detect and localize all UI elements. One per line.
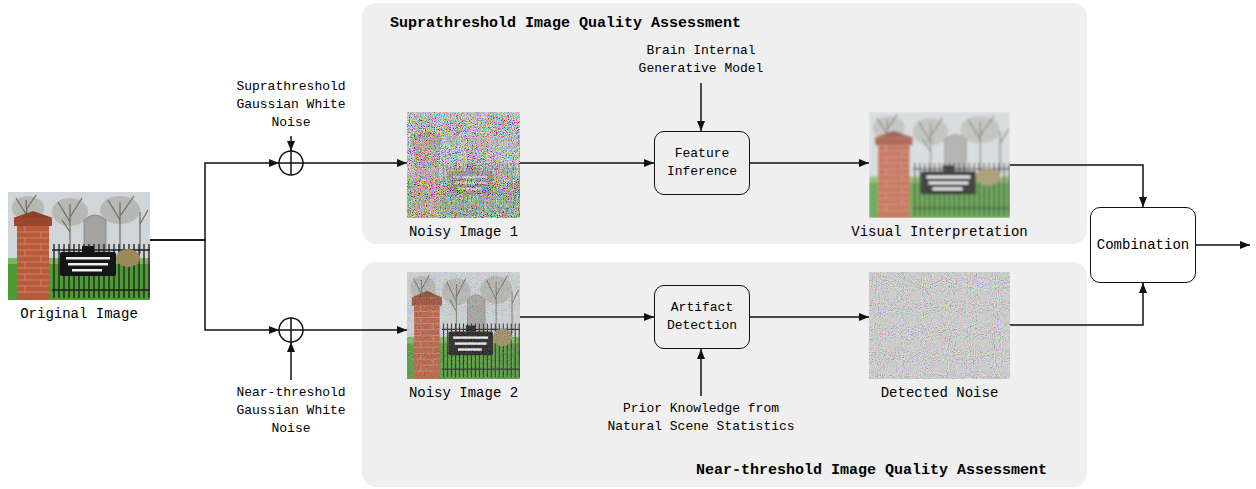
interpreted-photo — [869, 112, 1010, 218]
image-caption: Visual Interpretation — [851, 223, 1027, 241]
process-label: Artifact Detection — [659, 299, 745, 335]
output-arrow — [1196, 244, 1250, 246]
noisy-photo — [407, 112, 520, 218]
sum-symbol — [269, 151, 303, 175]
original-photo — [8, 192, 150, 300]
flow-arrow — [1010, 165, 1143, 207]
input-arrow — [290, 342, 292, 380]
process-box: Artifact Detection — [654, 285, 750, 349]
process-label: Feature Inference — [659, 145, 745, 181]
sum-symbol — [269, 318, 303, 342]
noisy-photo — [407, 272, 520, 379]
panel-ground — [362, 262, 1087, 487]
image-frame — [407, 112, 520, 218]
input-arrow — [700, 83, 702, 131]
image-node: Original Image — [8, 192, 150, 323]
input-arrow — [290, 136, 292, 151]
image-caption: Noisy Image 2 — [409, 384, 518, 402]
panel-band: Near-threshold Image Quality Assessment N… — [362, 262, 1087, 487]
input-label: Brain Internal Generative Model — [631, 42, 771, 78]
image-node: Visual Interpretation — [848, 112, 1031, 241]
input-label: Near-threshold Gaussian White Noise — [231, 384, 351, 438]
flow-arrow — [150, 240, 407, 330]
flow-arrow — [750, 162, 869, 164]
input-arrow — [700, 349, 702, 396]
process-label: Combination — [1097, 236, 1189, 254]
flow-arrow — [520, 162, 654, 164]
flow-arrow — [150, 163, 407, 240]
panel-band: Suprathreshold Image Quality AssessmentN… — [362, 3, 1087, 244]
image-node: Noisy Image 2 — [406, 272, 522, 402]
flow-arrow — [1010, 283, 1143, 325]
noise-photo — [869, 272, 1010, 379]
process-box: Combination — [1090, 207, 1196, 283]
image-caption: Detected Noise — [881, 384, 999, 402]
flow-arrow — [520, 316, 654, 318]
input-label: Prior Knowledge from Natural Scene Stati… — [601, 400, 801, 436]
image-frame — [869, 112, 1010, 218]
process-box: Feature Inference — [654, 131, 750, 195]
image-node: Detected Noise — [869, 272, 1010, 402]
image-caption: Noisy Image 1 — [409, 223, 518, 241]
flow-arrow — [750, 316, 869, 318]
panel-heading: Near-threshold Image Quality Assessment — [696, 462, 1047, 480]
image-node: Noisy Image 1 — [406, 112, 522, 241]
input-label: Suprathreshold Gaussian White Noise — [231, 78, 351, 132]
panel-heading: Suprathreshold Image Quality Assessment — [390, 15, 741, 33]
image-frame — [407, 272, 520, 379]
image-frame — [869, 272, 1010, 379]
image-frame — [8, 192, 150, 300]
panel-ground — [362, 3, 1087, 244]
image-caption: Original Image — [20, 305, 138, 323]
